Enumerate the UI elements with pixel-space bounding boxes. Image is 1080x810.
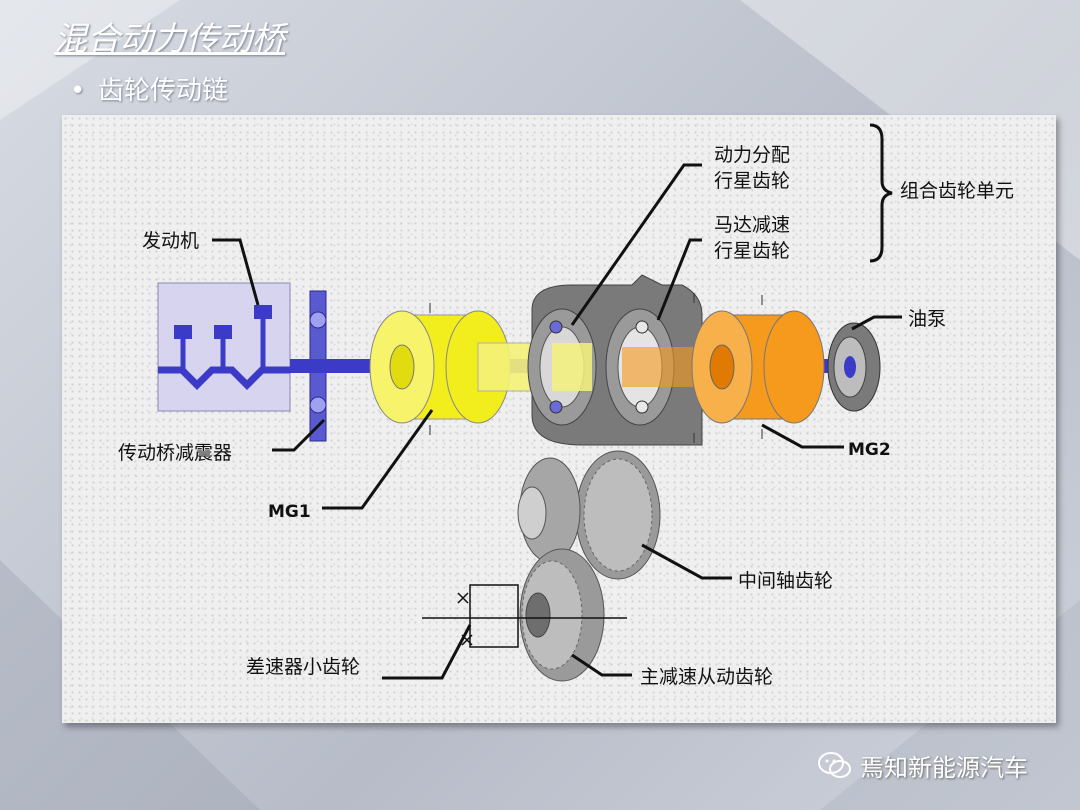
oil-pump xyxy=(827,322,881,412)
label-diff-pinion: 差速器小齿轮 xyxy=(246,656,360,678)
slide-title: 混合动力传动桥 xyxy=(54,19,285,58)
engine-block xyxy=(157,282,291,412)
differential xyxy=(422,584,627,648)
label-motor-reduction-2: 行星齿轮 xyxy=(714,240,790,262)
label-final-driven: 主减速从动齿轮 xyxy=(640,666,773,688)
label-combined-unit: 组合齿轮单元 xyxy=(900,180,1014,202)
watermark: 焉知新能源汽车 xyxy=(818,748,1028,783)
diagram-panel: 发动机 传动桥减震器 MG1 动力分配 行星齿轮 马达减速 行星齿轮 组合齿轮单… xyxy=(62,115,1056,723)
label-oil-pump: 油泵 xyxy=(908,308,946,330)
watermark-text: 焉知新能源汽车 xyxy=(860,754,1028,782)
transaxle-diagram: 发动机 传动桥减震器 MG1 动力分配 行星齿轮 马达减速 行星齿轮 组合齿轮单… xyxy=(118,123,1014,688)
label-engine: 发动机 xyxy=(142,230,199,252)
label-mg1: MG1 xyxy=(268,502,311,522)
leader-lines xyxy=(212,123,902,680)
label-damper: 传动桥减震器 xyxy=(118,442,232,464)
mg2-motor xyxy=(691,295,825,439)
final-driven-gear xyxy=(519,548,605,682)
bullet-item: •齿轮传动链 xyxy=(70,76,229,106)
label-counter-gear: 中间轴齿轮 xyxy=(738,570,833,592)
bullet-text: 齿轮传动链 xyxy=(98,76,229,106)
label-motor-reduction-1: 马达减速 xyxy=(714,214,790,236)
label-mg2: MG2 xyxy=(848,440,891,460)
wechat-icon xyxy=(818,751,851,778)
counter-gears xyxy=(517,450,661,580)
label-power-split-2: 行星齿轮 xyxy=(714,170,790,192)
combined-gear-unit xyxy=(527,274,712,446)
label-power-split-1: 动力分配 xyxy=(714,144,790,166)
